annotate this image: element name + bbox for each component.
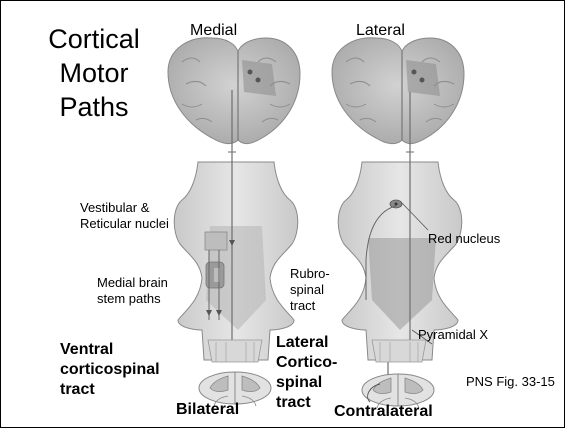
medial-column-header: Medial [190,22,237,40]
red-nucleus-label: Red nucleus [428,231,500,247]
lateral-column-header: Lateral [356,22,405,40]
rubrospinal-tract-label: Rubro-spinal tract [290,266,344,314]
medial-brainstem-paths-label: Medial brain stem paths [97,275,169,307]
ventral-corticospinal-label: Ventral corticospinal tract [60,340,184,400]
slide-title: Cortical Motor Paths [30,22,158,124]
vestibular-reticular-label: Vestibular & Reticular nuclei [80,200,184,232]
contralateral-label: Contralateral [334,403,433,421]
bilateral-label: Bilateral [176,401,239,419]
figure-citation: PNS Fig. 33-15 [466,375,555,390]
medial-brain [168,38,300,144]
lateral-brain [332,38,464,144]
pyramidal-decussation-label: Pyramidal X [418,327,488,343]
lateral-corticospinal-label: Lateral Cortico-spinal tract [276,333,350,413]
